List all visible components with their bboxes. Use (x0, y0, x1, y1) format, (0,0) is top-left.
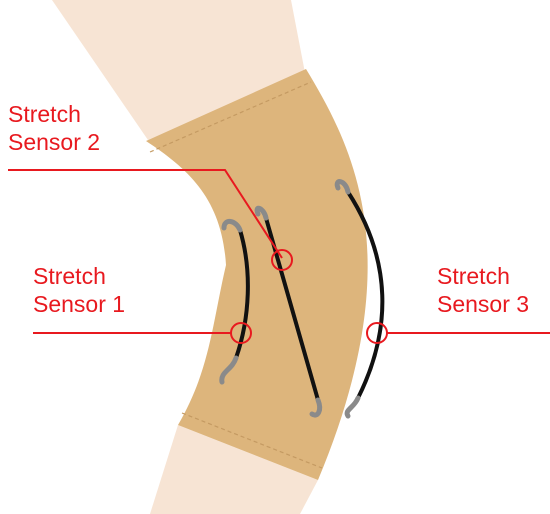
label-line: Sensor 3 (437, 291, 530, 317)
label-stretch-sensor-3: Stretch Sensor 3 (437, 262, 529, 318)
stretch-sensor-3 (334, 179, 385, 419)
annotation-sensor-1 (33, 322, 252, 344)
annotation-sensor-3 (366, 322, 550, 344)
stretch-sensor-1 (219, 219, 250, 385)
hook-icon (344, 395, 361, 419)
label-line: Stretch (33, 263, 106, 289)
knee-sleeve (146, 69, 368, 480)
label-stretch-sensor-1: Stretch Sensor 1 (33, 262, 125, 318)
shin-skin (150, 425, 318, 514)
label-line: Stretch (8, 101, 81, 127)
hook-icon (221, 219, 243, 233)
top-seam (149, 81, 312, 153)
hook-icon (219, 355, 239, 385)
label-line: Sensor 1 (33, 291, 126, 317)
annotation-sensor-2 (8, 169, 293, 271)
label-line: Sensor 2 (8, 129, 101, 155)
hook-icon (334, 179, 351, 195)
hook-icon (254, 205, 269, 221)
label-line: Stretch (437, 263, 510, 289)
thigh-skin (52, 0, 306, 140)
label-stretch-sensor-2: Stretch Sensor 2 (8, 100, 100, 156)
hook-icon (309, 397, 323, 418)
